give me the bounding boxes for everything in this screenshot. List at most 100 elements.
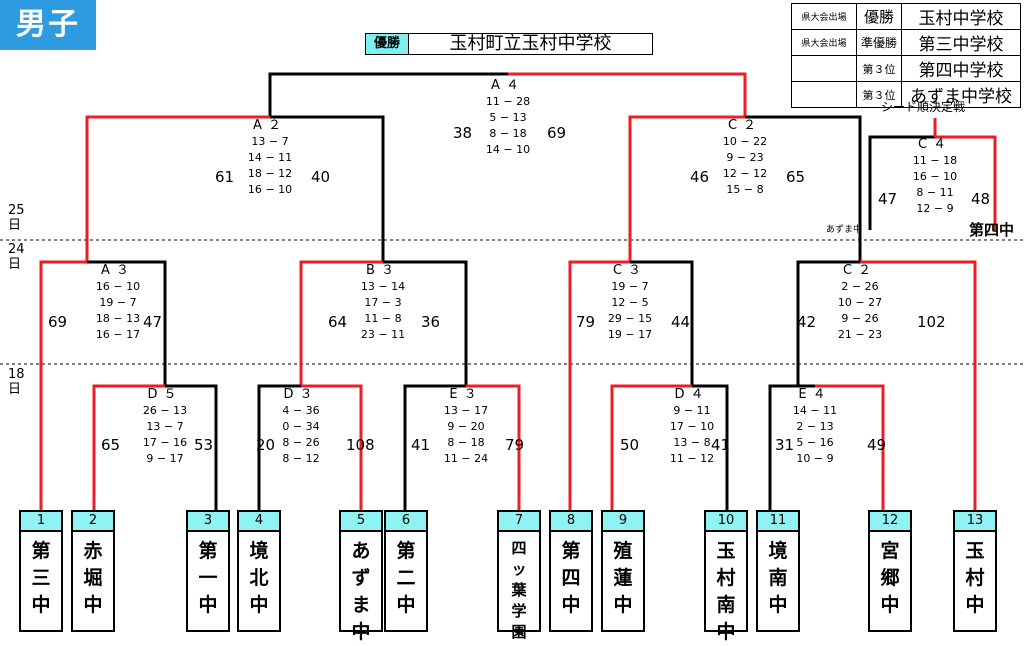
quarter-score: 14 − 11	[792, 404, 838, 417]
results-note: 県大会出場	[791, 29, 857, 56]
match-name: A２	[253, 118, 287, 133]
quarter-score: 17 − 10	[669, 420, 715, 433]
match-left-total: 64	[328, 313, 348, 331]
team-number: 8	[551, 512, 591, 532]
quarter-score: 13 − 7	[251, 135, 289, 148]
results-school: 玉村中学校	[901, 3, 1021, 30]
match-left-total: 42	[797, 313, 817, 331]
quarter-score: 12 − 12	[722, 167, 768, 180]
quarter-score: 18 − 13	[95, 312, 141, 325]
team-name: 第二中	[396, 540, 416, 616]
match-left-total: 50	[620, 436, 640, 454]
match-left-total: 61	[215, 168, 235, 186]
quarter-score: 13 − 17	[443, 404, 489, 417]
team-name: 第一中	[198, 540, 218, 616]
quarter-score: 12 − 5	[611, 296, 649, 309]
quarter-score: 10 − 27	[837, 296, 883, 309]
match-name: A３	[101, 263, 135, 278]
quarter-score: 15 − 8	[726, 183, 764, 196]
results-note	[791, 55, 857, 82]
seed-label: シード順決定戦	[881, 100, 966, 114]
quarter-score: 16 − 17	[95, 328, 141, 341]
match-right-total: 65	[786, 168, 806, 186]
quarter-score: 13 − 8	[673, 436, 711, 449]
match-name: E４	[798, 387, 832, 402]
quarter-score: 14 − 11	[247, 151, 293, 164]
quarter-score: 16 − 10	[95, 280, 141, 293]
quarter-score: 11 − 24	[443, 452, 489, 465]
team-name: 赤堀中	[83, 540, 103, 616]
quarter-score: 19 − 17	[607, 328, 653, 341]
quarter-score: 8 − 11	[916, 186, 954, 199]
team-box: 3 第一中	[186, 510, 230, 632]
results-row: 第３位第四中学校	[791, 55, 1021, 82]
match-name: C２	[842, 263, 878, 278]
team-name: 境北中	[249, 540, 269, 616]
results-row: 県大会出場準優勝第三中学校	[791, 29, 1021, 56]
quarter-score: 9 − 17	[146, 452, 184, 465]
team-box: 4 境北中	[237, 510, 281, 632]
seed-right-team: 第四中	[969, 221, 1015, 239]
team-number: 5	[341, 512, 381, 532]
team-number: 9	[603, 512, 643, 532]
match-name: C３	[612, 263, 648, 278]
quarter-score: 8 − 18	[447, 436, 485, 449]
team-number: 1	[21, 512, 61, 532]
quarter-score: 13 − 7	[146, 420, 184, 433]
match-right-total: 41	[711, 436, 731, 454]
team-box: 8 第四中	[549, 510, 593, 632]
team-name: 境南中	[768, 540, 788, 616]
quarter-score: 17 − 3	[364, 296, 402, 309]
quarter-score: 16 − 10	[247, 183, 293, 196]
champion-label: 優勝	[366, 34, 409, 54]
quarter-score: 9 − 23	[726, 151, 764, 164]
match-name: D４	[674, 387, 710, 402]
quarter-score: 9 − 20	[447, 420, 485, 433]
match-right-total: 40	[311, 168, 331, 186]
match-right-total: 48	[971, 190, 991, 208]
quarter-score: 17 − 16	[142, 436, 188, 449]
results-row: 第３位あずま中学校	[791, 81, 1021, 108]
quarter-score: 11 − 8	[364, 312, 402, 325]
match-right-total: 79	[505, 436, 525, 454]
quarter-score: 9 − 26	[841, 312, 879, 325]
results-rank: 第３位	[856, 55, 902, 82]
match-name: A４	[491, 78, 525, 93]
quarter-score: 10 − 9	[796, 452, 834, 465]
match-left-total: 69	[48, 313, 68, 331]
quarter-score: 14 − 10	[485, 143, 531, 156]
team-number: 3	[188, 512, 228, 532]
quarter-score: 2 − 13	[796, 420, 834, 433]
team-name: 第四中	[561, 540, 581, 616]
team-name: 四ッ葉学園	[511, 539, 527, 641]
match-left-total: 41	[411, 436, 431, 454]
team-name: 殖蓮中	[613, 540, 633, 616]
team-name: 玉村中	[965, 540, 985, 616]
match-left-total: 79	[576, 313, 596, 331]
results-rank: 優勝	[856, 3, 902, 30]
quarter-score: 11 − 28	[485, 95, 531, 108]
quarter-score: 5 − 13	[489, 111, 527, 124]
match-name: B３	[366, 263, 400, 278]
quarter-score: 19 − 7	[611, 280, 649, 293]
match-name: C４	[917, 137, 953, 152]
results-note: 県大会出場	[791, 3, 857, 30]
match-right-total: 53	[194, 436, 214, 454]
team-number: 4	[239, 512, 279, 532]
results-row: 県大会出場優勝玉村中学校	[791, 3, 1021, 30]
